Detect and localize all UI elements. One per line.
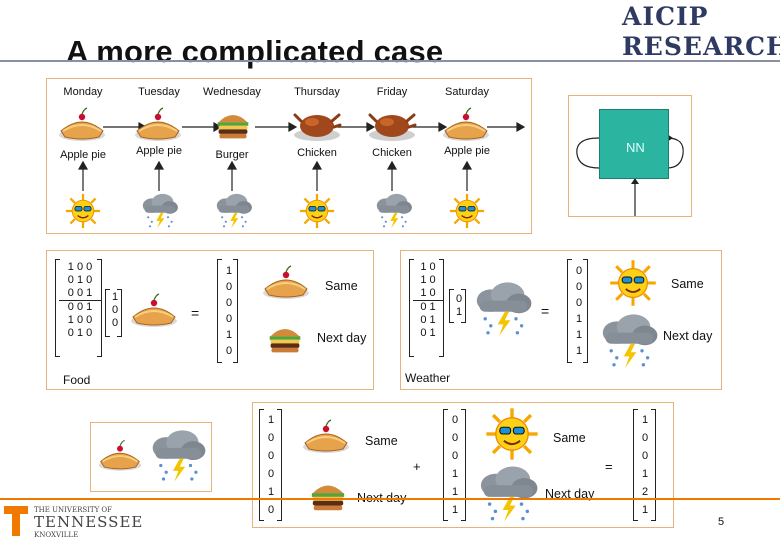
next-day-label: Next day — [545, 487, 595, 501]
burger-icon — [215, 107, 251, 141]
burger-icon — [309, 477, 347, 513]
food-matrix: 1 0 0 0 1 0 0 0 1 0 0 1 1 0 0 0 1 0 — [59, 261, 101, 340]
nn-label: NN — [626, 140, 645, 155]
day-label: Thursday — [294, 86, 340, 98]
nn-box: NN — [599, 109, 669, 179]
vector-bracket-right — [117, 289, 122, 337]
food-caption: Food — [63, 373, 91, 387]
vector-bracket-right — [461, 289, 466, 323]
ut-line3: KNOXVILLE — [34, 531, 79, 539]
aicip-logo: AICIP RESEARCH — [622, 2, 780, 62]
weather-caption: Weather — [405, 371, 451, 385]
rain-icon — [139, 193, 179, 229]
vector-bracket-left — [217, 259, 222, 363]
pie-icon — [441, 107, 491, 143]
vector-bracket-right — [461, 409, 466, 521]
sun-icon — [609, 259, 657, 307]
same-label: Same — [671, 277, 704, 291]
vector-bracket-right — [583, 259, 588, 363]
vector-bracket-left — [633, 409, 638, 521]
matrix-bracket-right — [439, 259, 444, 357]
rain-icon — [147, 429, 207, 483]
ut-line2: TENNESSEE — [34, 513, 144, 531]
matrix-bracket-left — [409, 259, 414, 357]
logo-line2: RESEARCH — [622, 32, 780, 61]
pie-icon — [133, 107, 183, 143]
next-day-label: Next day — [317, 331, 367, 345]
food-label: Apple pie — [60, 149, 106, 161]
matrix-bracket-right — [97, 259, 102, 357]
page-number: 5 — [718, 516, 725, 528]
burger-icon — [267, 321, 303, 355]
same-label: Same — [553, 431, 586, 445]
day-label: Wednesday — [203, 86, 261, 98]
rain-icon — [373, 193, 413, 229]
sun-icon — [485, 407, 539, 461]
day-label: Monday — [63, 86, 103, 98]
vector-bracket-left — [443, 409, 448, 521]
nn-panel: NN — [568, 95, 692, 217]
vector-bracket-right — [277, 409, 282, 521]
plus-sign: + — [413, 459, 421, 474]
input-panel — [90, 422, 212, 492]
logo-line1: AICIP — [622, 2, 709, 31]
weather-matrix: 1 0 1 0 1 0 0 1 0 1 0 1 — [413, 261, 443, 340]
vector-bracket-left — [105, 289, 110, 337]
footer-rule — [0, 498, 780, 500]
header-divider — [0, 60, 780, 62]
ut-t-icon — [4, 506, 28, 536]
same-label: Same — [365, 434, 398, 448]
rain-icon — [597, 313, 659, 369]
day-label: Saturday — [444, 86, 490, 98]
vector-bracket-left — [259, 409, 264, 521]
pie-icon — [301, 419, 351, 455]
pie-icon — [97, 439, 143, 473]
ut-line1: THE UNIVERSITY OF — [34, 506, 113, 514]
vector-bracket-left — [567, 259, 572, 363]
food-label: Burger — [215, 149, 249, 161]
sequence-arrows — [77, 121, 526, 191]
vector-bracket-right — [651, 409, 656, 521]
sequence-panel: Monday Tuesday Wednesday Thursday Friday… — [46, 78, 532, 234]
food-label: Chicken — [372, 147, 412, 159]
sun-icon — [65, 193, 101, 229]
day-label: Friday — [376, 86, 408, 98]
vector-bracket-left — [449, 289, 454, 323]
chicken-icon — [292, 107, 342, 143]
equals-sign: = — [541, 303, 550, 319]
food-label: Apple pie — [136, 145, 182, 157]
ut-logo: THE UNIVERSITY OF TENNESSEE KNOXVILLE — [0, 498, 245, 540]
same-label: Same — [325, 279, 358, 293]
slide-title: A more complicated case — [66, 34, 444, 69]
pie-icon — [129, 293, 179, 329]
pie-icon — [261, 265, 311, 301]
vector-bracket-right — [233, 259, 238, 363]
pie-icon — [57, 107, 107, 143]
sun-icon — [449, 193, 485, 229]
chicken-icon — [367, 107, 417, 143]
matrix-bracket-left — [55, 259, 60, 357]
day-label: Tuesday — [138, 86, 180, 98]
next-day-label: Next day — [663, 329, 713, 343]
food-label: Chicken — [297, 147, 337, 159]
equals-sign: = — [605, 459, 613, 474]
food-label: Apple pie — [444, 145, 490, 157]
rain-icon — [213, 193, 253, 229]
sun-icon — [299, 193, 335, 229]
equals-sign: = — [191, 305, 200, 321]
rain-icon — [471, 281, 533, 337]
rain-icon — [475, 465, 539, 523]
sum-panel: 100 010 Same Next day + 000 111 Same Nex… — [252, 402, 674, 528]
